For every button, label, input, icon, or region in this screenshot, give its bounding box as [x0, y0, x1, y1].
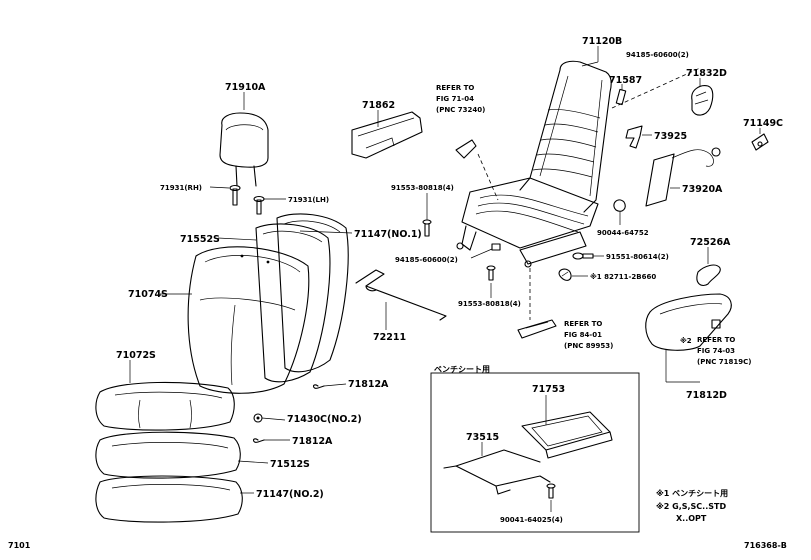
svg-text:(PNC 73240): (PNC 73240): [436, 106, 485, 114]
svg-text:FIG 71-04: FIG 71-04: [436, 95, 474, 103]
label-73925: 73925: [654, 131, 687, 142]
label-71430c: 71430C(NO.2): [287, 414, 362, 425]
pin-71587: [615, 88, 627, 106]
seat-cushion-pad-71512s: [95, 431, 241, 479]
label-90044-64752: 90044-64752: [597, 229, 649, 237]
bolt-91551-80614: [572, 252, 594, 260]
seatback-cover-71147-no1: [276, 213, 349, 373]
label-73920a: 73920A: [682, 184, 723, 195]
label-90041-64025: 90041-64025(4): [500, 516, 563, 524]
label-71120b: 71120B: [582, 36, 622, 47]
bench-seat-title: ベンチシート用: [434, 365, 490, 374]
label-94185-60600-mid: 94185-60600(2): [395, 256, 458, 264]
label-91553-80818-bot: 91553-80818(4): [458, 300, 521, 308]
bracket-73925: [625, 125, 643, 149]
svg-text:※1 ベンチシート用: ※1 ベンチシート用: [656, 488, 728, 498]
label-71072s: 71072S: [116, 350, 156, 361]
label-91551-80614: 91551-80614(2): [606, 253, 669, 261]
wire-72211: [355, 269, 447, 321]
svg-text:(PNC 89953): (PNC 89953): [564, 342, 613, 350]
label-71812a-upper: 71812A: [348, 379, 389, 390]
seatback-cover-71074s: [187, 246, 310, 394]
headrest-support-rh: [229, 184, 241, 206]
svg-text:※2 G,S,SC..STD: ※2 G,S,SC..STD: [656, 501, 726, 511]
clip-71812a-lower: [252, 438, 265, 443]
footer-right: 716368-B: [744, 541, 787, 550]
label-71147-no2: 71147(NO.2): [256, 489, 324, 500]
seat-cushion-cover-71072s: [95, 381, 235, 431]
label-71147-no1: 71147(NO.1): [354, 229, 422, 240]
label-72526a: 72526A: [690, 237, 731, 248]
wire-73515: [443, 449, 551, 495]
refer-to-fig-71-04: REFER TO FIG 71-04 (PNC 73240): [436, 84, 485, 114]
nut-94185-60600-mid: [491, 243, 501, 251]
svg-text:※2: ※2: [680, 336, 692, 345]
bench-seat-box: [430, 372, 640, 533]
svg-text:X..OPT: X..OPT: [676, 514, 707, 523]
label-71074s: 71074S: [128, 289, 168, 300]
seatback-pad-71552s: [255, 223, 331, 383]
bolt-90041-64025: [546, 483, 556, 499]
svg-text:FIG 74-03: FIG 74-03: [697, 347, 735, 355]
svg-text:REFER TO: REFER TO: [564, 320, 602, 328]
lever-72526a: [696, 264, 721, 287]
label-71931-rh: 71931(RH): [160, 184, 202, 192]
svg-text:FIG 84-01: FIG 84-01: [564, 331, 602, 339]
seat-cushion-cover-71147-no2: [95, 475, 243, 523]
clip-71812a-upper: [312, 384, 325, 389]
headrest-support-lh: [253, 195, 265, 215]
label-71832d: 71832D: [686, 68, 727, 79]
connector-82711-2b660: [558, 268, 572, 281]
label-72211: 72211: [373, 332, 406, 343]
label-71149c: 71149C: [743, 118, 783, 129]
label-71910a: 71910A: [225, 82, 266, 93]
svg-text:(PNC 71819C): (PNC 71819C): [697, 358, 751, 366]
label-82711-2b660: ※1 82711-2B660: [590, 272, 656, 281]
label-94185-60600-top: 94185-60600(2): [626, 51, 689, 59]
seat-heater-73920a: [645, 147, 721, 207]
refer-to-fig-74-03: REFER TO ※2 FIG 74-03 (PNC 71819C): [680, 336, 751, 366]
label-71753: 71753: [532, 384, 565, 395]
label-71862: 71862: [362, 100, 395, 111]
headrest-71910a: [219, 112, 269, 187]
label-71512s: 71512S: [270, 459, 310, 470]
label-71931-lh: 71931(LH): [288, 196, 329, 204]
svg-text:REFER TO: REFER TO: [697, 336, 735, 344]
refer-to-fig-84-01: REFER TO FIG 84-01 (PNC 89953): [564, 320, 613, 350]
label-71552s: 71552S: [180, 234, 220, 245]
side-cover-71862: [351, 111, 477, 159]
label-71812d: 71812D: [686, 390, 727, 401]
bolt-91553-80818-lower: [486, 265, 496, 281]
label-91553-80818-top: 91553-80818(4): [391, 184, 454, 192]
footnotes: ※1 ベンチシート用 ※2 G,S,SC..STD X..OPT: [656, 488, 728, 523]
cover-71832d: [691, 85, 714, 116]
label-71587: 71587: [609, 75, 642, 86]
label-73515: 73515: [466, 432, 499, 443]
footer-left: 7101: [8, 541, 31, 550]
clip-90044-64752: [613, 199, 626, 212]
tray-71753: [521, 411, 613, 459]
clip-71149c: [751, 133, 769, 151]
seat-frame-71120b: [456, 60, 612, 268]
svg-text:REFER TO: REFER TO: [436, 84, 474, 92]
label-71812a-lower: 71812A: [292, 436, 333, 447]
bolt-91553-80818-upper: [422, 219, 432, 237]
clip-71430c: [253, 413, 263, 423]
adjuster-ref-89953: [517, 319, 557, 339]
side-shield-71812d: [645, 293, 732, 351]
